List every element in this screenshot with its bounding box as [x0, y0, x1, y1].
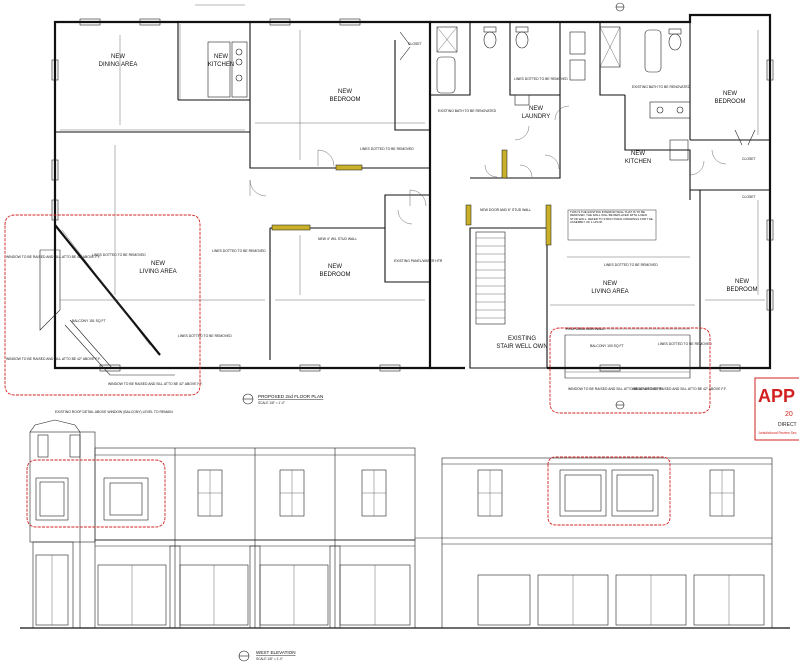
tower-parapet: [29, 419, 81, 628]
note-closet-c: CLOSET: [742, 195, 756, 199]
room-dining-line1: NEW: [111, 54, 125, 60]
room-bedroom-d-line2: BEDROOM: [726, 287, 757, 293]
stairwell: [469, 227, 548, 369]
room-bedroom-c-line2: BEDROOM: [714, 99, 745, 105]
note-window-raised-b: WINDOW TO BE RAISED AND SILL ATTO BE 42"…: [6, 357, 101, 361]
note-proposed-wall: PROPOSED NEW WALL: [566, 327, 604, 331]
revision-cloud-plan-right: [549, 327, 711, 414]
plan-title-block: PROPOSED 2nd FLOOR PLAN SCALE 1/8" = 1'-…: [242, 393, 323, 405]
right-balcony: [564, 334, 691, 379]
room-bedroom-a-line2: BEDROOM: [329, 97, 360, 103]
sticky-note: THIS IS THE EXISTING INTERIOR WALL THAT …: [567, 209, 657, 241]
bath-fixtures: [436, 26, 691, 161]
stamp-line2: 20: [785, 411, 793, 418]
revision-cloud-plan-left: [4, 214, 201, 396]
door-swings: [249, 105, 727, 225]
note-closet-a: CLOSET: [408, 42, 422, 46]
room-dining-line2: DINING AREA: [99, 62, 138, 68]
room-bedroom-a-line1: NEW: [338, 89, 352, 95]
right-unit-outline: [430, 13, 772, 370]
note-closet-b: CLOSET: [742, 157, 756, 161]
elev-note: EXISTING ROOF DETAIL ABOVE WINDOW (BALCO…: [55, 410, 173, 414]
note-window-raised-d: WINDOW TO BE RAISED AND SILL ATTO BE 42"…: [568, 387, 663, 391]
room-bedroom-c-line1: NEW: [723, 91, 737, 97]
sticky-note-text: THIS IS THE EXISTING INTERIOR WALL THAT …: [570, 211, 653, 224]
room-kitchen-a-line1: NEW: [214, 54, 228, 60]
note-new-stud-wall: NEW 4" W/L STUD WALL: [318, 237, 357, 241]
room-bedroom-b-line1: NEW: [328, 264, 342, 270]
note-lines-dotted-g: LINES DOTTED TO BE REMOVED: [514, 77, 568, 81]
left-unit-outline: [53, 20, 432, 370]
room-kitchen-b-line2: KITCHEN: [625, 159, 651, 165]
note-window-raised-e: WINDOW TO BE RAISED AND SILL ATTO BE 42"…: [632, 387, 727, 391]
floor-plan: NEW DINING AREA NEW KITCHEN NEW BEDROOM …: [4, 2, 774, 414]
stamp-line4: Jurisdictional Review Sec: [758, 431, 797, 435]
room-living-a-line1: NEW: [151, 261, 165, 267]
note-lines-dotted-a: LINES DOTTED TO BE REMOVED: [360, 147, 414, 151]
elev-windows-left: [35, 469, 387, 521]
room-stairwell-line1: EXISTING: [508, 336, 536, 342]
stamp-text: APP: [758, 386, 795, 406]
elev-windows-right: [477, 469, 735, 517]
note-lines-dotted-f: LINES DOTTED TO BE REMOVED: [658, 342, 712, 346]
note-lines-dotted-d: LINES DOTTED TO BE REMOVED: [178, 334, 232, 338]
plan-notes: CLOSET CLOSET CLOSET LINES DOTTED TO BE …: [6, 42, 756, 391]
room-kitchen-a-line2: KITCHEN: [208, 62, 234, 68]
note-lines-dotted-e: LINES DOTTED TO BE REMOVED: [604, 263, 658, 267]
window-marks: [51, 18, 774, 372]
room-laundry-line2: LAUNDRY: [522, 114, 551, 120]
west-elevation: EXISTING ROOF DETAIL ABOVE WINDOW (BALCO…: [20, 410, 790, 662]
note-window-raised-c: WINDOW TO BE RAISED AND SILL ATTO BE 42"…: [108, 382, 203, 386]
stair-treads: [475, 231, 506, 325]
room-living-b-line2: LIVING AREA: [591, 289, 628, 295]
room-kitchen-b-line1: NEW: [631, 151, 645, 157]
room-laundry-line1: NEW: [529, 106, 543, 112]
note-lines-dotted-b: LINES DOTTED TO BE REMOVED: [212, 249, 266, 253]
revision-cloud-elev-left: [26, 459, 166, 528]
dimension-lines: [60, 4, 765, 330]
section-marker-bottom: [615, 400, 625, 410]
angled-balcony-wall: [39, 224, 175, 376]
room-living-b-line1: NEW: [603, 281, 617, 287]
kitchen-fixtures: [207, 41, 248, 98]
note-new-door: NEW DOOR AND 6" STUD WALL: [480, 208, 531, 212]
plan-scale: SCALE 1/8" = 1'-0": [258, 401, 285, 405]
note-existing-panel: EXISTING PANEL/WATER HTR: [394, 259, 443, 263]
right-building: [441, 457, 773, 629]
elevation-scale: SCALE 1/8" = 1'-0": [256, 657, 283, 661]
note-balcony-a: BALCONY 151 SQ FT: [72, 319, 106, 323]
note-balcony-b: BALCONY 100 SQ FT: [590, 344, 624, 348]
note-existing-bath-b: EXISTING BATH TO BE RENOVATED: [632, 85, 691, 89]
note-lines-dotted-c: LINES DOTTED TO BE REMOVED: [92, 253, 146, 257]
section-marker-top: [615, 2, 625, 12]
elevation-title: WEST ELEVATION: [256, 650, 296, 655]
stamp-line3: DIRECT: [778, 422, 797, 428]
new-stud-wall: [271, 224, 311, 231]
plan-title: PROPOSED 2nd FLOOR PLAN: [258, 394, 323, 399]
approval-stamp: APP 20 DIRECT Jurisdictional Review Sec: [754, 377, 799, 441]
room-bedroom-b-line2: BEDROOM: [319, 272, 350, 278]
room-stairwell-line2: STAIR WELL OWN: [496, 344, 547, 350]
closet-doors: [399, 31, 756, 146]
elevation-title-block: WEST ELEVATION SCALE 1/8" = 1'-0": [238, 650, 296, 662]
room-bedroom-d-line1: NEW: [735, 279, 749, 285]
note-existing-bath-a: EXISTING BATH TO BE RENOVATED: [438, 109, 497, 113]
room-labels: NEW DINING AREA NEW KITCHEN NEW BEDROOM …: [99, 54, 758, 350]
note-window-raised-a: WINDOW TO BE RAISED AND SILL ATTO BE 42"…: [6, 255, 101, 259]
revision-cloud-elev-right: [547, 456, 671, 526]
room-living-a-line2: LIVING AREA: [139, 269, 176, 275]
